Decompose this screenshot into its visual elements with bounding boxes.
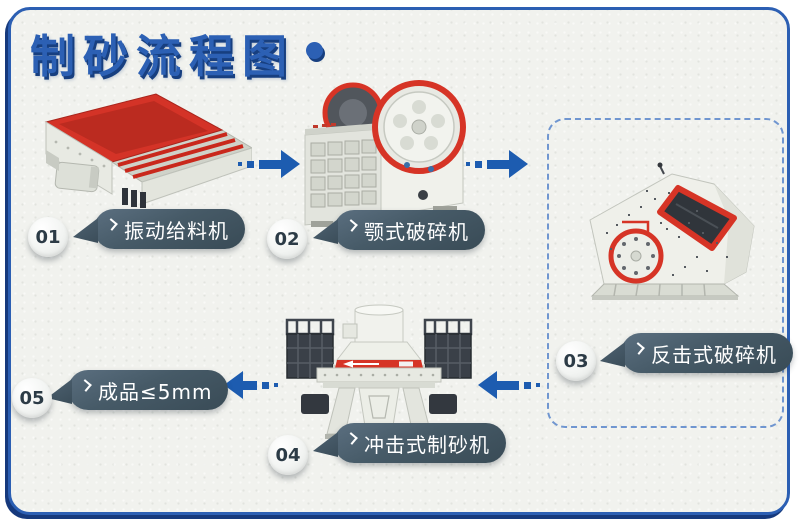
cylinder-cap bbox=[354, 304, 404, 316]
step-bubble-03: 反击式破碎机 bbox=[600, 333, 793, 373]
body-rivets bbox=[54, 140, 106, 168]
motor-cap bbox=[88, 166, 100, 189]
front-flywheel bbox=[372, 80, 466, 174]
flow-arrow-right-icon bbox=[238, 150, 300, 178]
arrow-trail-square bbox=[262, 381, 269, 389]
step-badge-03: 03 bbox=[556, 341, 596, 381]
page-title: 制砂流程图 bbox=[30, 30, 296, 83]
arrow-trail-dot bbox=[238, 162, 242, 166]
step-number: 03 bbox=[563, 350, 589, 372]
arrow-trail-dot bbox=[536, 383, 540, 387]
main-deck bbox=[316, 367, 442, 383]
sand-maker-icon bbox=[285, 304, 473, 439]
right-foot bbox=[433, 206, 457, 213]
arrow-head bbox=[224, 371, 243, 399]
trough-inner bbox=[59, 101, 208, 154]
step-badge-02: 02 bbox=[267, 219, 307, 259]
impact-crusher-icon bbox=[589, 162, 755, 300]
jaw-crusher-illustration bbox=[295, 77, 473, 227]
housing-rivets bbox=[606, 190, 728, 276]
bubble-chevron-icon bbox=[79, 378, 92, 392]
body-top-edge bbox=[305, 123, 381, 135]
arrow-shaft bbox=[243, 380, 257, 390]
base-ribs bbox=[613, 283, 706, 297]
discharge-hopper bbox=[358, 387, 400, 427]
arrow-head bbox=[509, 150, 528, 178]
arrow-shaft bbox=[497, 380, 519, 390]
arrow-trail-square bbox=[524, 381, 531, 389]
arrow-trail-dot bbox=[274, 383, 278, 387]
step-bubble-04: 冲击式制砂机 bbox=[313, 423, 506, 463]
feed-opening bbox=[657, 185, 737, 251]
side-grid bbox=[310, 139, 377, 208]
grizzly-bars bbox=[117, 132, 244, 179]
title-dot-icon bbox=[306, 42, 323, 59]
left-foot bbox=[311, 221, 333, 227]
step-badge-04: 04 bbox=[268, 435, 308, 475]
step-number: 01 bbox=[35, 226, 61, 248]
body-details bbox=[404, 162, 434, 200]
dashed-highlight-box bbox=[547, 118, 784, 428]
left-bracket bbox=[46, 150, 59, 171]
arrow-shaft bbox=[487, 159, 509, 169]
arrow-shaft bbox=[259, 159, 281, 169]
impact-crusher-illustration bbox=[576, 162, 766, 302]
bubble-chevron-icon bbox=[345, 218, 358, 232]
bubble-chevron-icon bbox=[345, 431, 358, 445]
step-label: 冲击式制砂机 bbox=[364, 432, 490, 457]
arrow-trail-dot bbox=[466, 162, 470, 166]
bubble-chevron-icon bbox=[632, 341, 645, 355]
arrow-head bbox=[478, 371, 497, 399]
sensor-tip bbox=[657, 162, 663, 168]
step-bubble-02: 颚式破碎机 bbox=[313, 210, 485, 250]
step-badge-05: 05 bbox=[12, 378, 52, 418]
step-label: 振动给料机 bbox=[124, 218, 229, 243]
bubble-chevron-icon bbox=[105, 217, 118, 231]
step-label: 成品≤5mm bbox=[98, 379, 213, 404]
rotor-flare bbox=[335, 341, 423, 361]
deck-lip bbox=[323, 382, 435, 388]
base-foot bbox=[592, 296, 738, 300]
arrow-head bbox=[281, 150, 300, 178]
support-feet bbox=[122, 188, 146, 208]
feed-box bbox=[342, 323, 358, 339]
step-bubble-05: 成品≤5mm bbox=[47, 370, 229, 410]
flow-arrow-left-icon bbox=[478, 371, 540, 399]
jaw-teeth-marks bbox=[313, 123, 336, 128]
sand-maker-illustration bbox=[281, 302, 477, 440]
flow-arrow-left-icon bbox=[224, 371, 278, 399]
vibrating-feeder-illustration bbox=[26, 86, 252, 212]
arrow-trail-square bbox=[475, 160, 482, 168]
opening-slat bbox=[675, 203, 719, 229]
red-band bbox=[335, 360, 423, 368]
step-label: 反击式破碎机 bbox=[651, 342, 777, 367]
housing-shade bbox=[714, 184, 754, 284]
left-motor bbox=[301, 394, 329, 414]
step-label: 颚式破碎机 bbox=[364, 219, 469, 244]
step-number: 04 bbox=[275, 444, 301, 466]
vibrator-motor bbox=[54, 161, 100, 193]
step-number: 05 bbox=[19, 387, 45, 409]
step-badge-01: 01 bbox=[28, 217, 68, 257]
jaw-crusher-icon bbox=[304, 80, 466, 227]
vibrating-feeder-icon bbox=[44, 93, 252, 208]
right-motor bbox=[429, 394, 457, 414]
flow-arrow-right-icon bbox=[466, 150, 528, 178]
arrow-trail-square bbox=[247, 160, 254, 168]
hopper-panel bbox=[368, 395, 390, 419]
step-bubble-01: 振动给料机 bbox=[73, 209, 245, 249]
deck-bolts bbox=[323, 373, 435, 377]
access-door bbox=[608, 228, 664, 284]
step-number: 02 bbox=[274, 228, 300, 250]
